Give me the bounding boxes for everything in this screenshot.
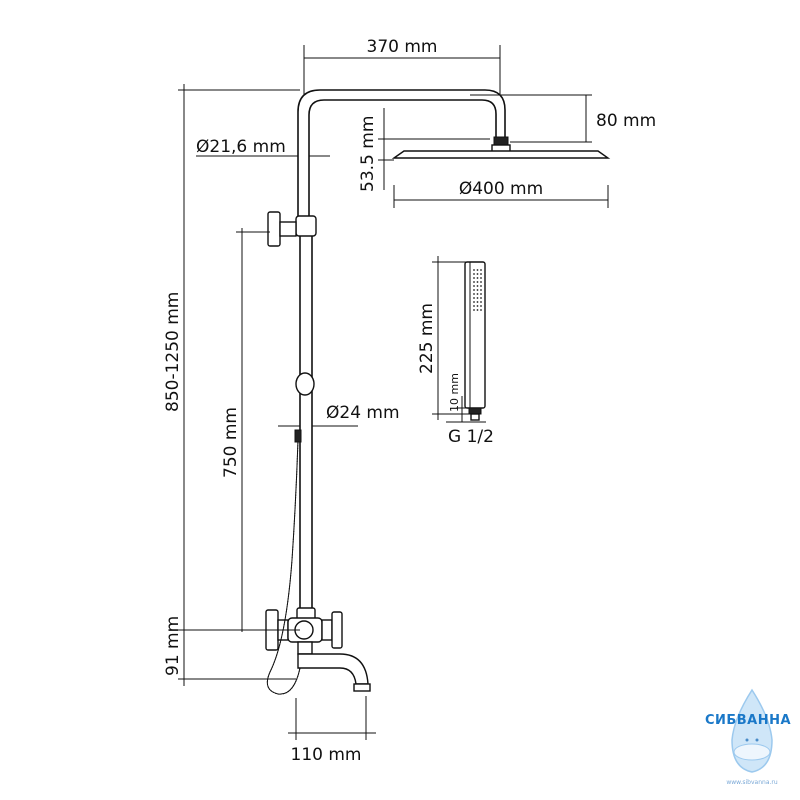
nozzle-dot bbox=[473, 289, 475, 291]
nozzle-dot bbox=[473, 281, 475, 283]
nozzle-dot bbox=[473, 297, 475, 299]
dim-total-height: 850-1250 mm bbox=[163, 84, 300, 686]
dim-head-thickness: 53.5 mm bbox=[358, 108, 490, 192]
wall-bracket bbox=[267, 211, 297, 247]
dim-hand-shower-length: 225 mm bbox=[417, 256, 470, 420]
nozzle-dot bbox=[473, 277, 475, 279]
nozzle-dot bbox=[480, 289, 482, 291]
nozzle-dot bbox=[476, 305, 479, 307]
logo-url: www.sibvanna.ru bbox=[726, 779, 778, 786]
nozzle-dot bbox=[480, 273, 482, 275]
nozzle-dot bbox=[473, 301, 475, 303]
label-connector: 10 mm bbox=[448, 373, 461, 412]
nozzle-dot bbox=[473, 285, 475, 287]
label-mixer-height: 91 mm bbox=[163, 616, 183, 676]
hand-shower bbox=[464, 261, 486, 421]
dim-arm-length: 370 mm bbox=[303, 37, 501, 95]
label-head-diameter: Ø400 mm bbox=[459, 179, 543, 199]
dim-thread: G 1/2 bbox=[446, 421, 494, 447]
dim-slide-height: 750 mm bbox=[221, 228, 270, 632]
nozzle-dot bbox=[480, 277, 482, 279]
dim-head-diameter: Ø400 mm bbox=[393, 179, 609, 208]
nozzle-dot bbox=[480, 309, 482, 311]
label-spout-reach: 110 mm bbox=[291, 745, 362, 765]
bath-spout bbox=[297, 653, 371, 692]
nozzle-dot bbox=[480, 301, 482, 303]
label-total-height: 850-1250 mm bbox=[163, 292, 183, 412]
nozzle-dot bbox=[476, 297, 479, 299]
nozzle-dot bbox=[473, 273, 475, 275]
nozzle-dot bbox=[476, 301, 479, 303]
nozzle-dot bbox=[480, 305, 482, 307]
nozzle-dot bbox=[476, 277, 479, 279]
nozzle-dot bbox=[476, 309, 479, 311]
logo-brand: СИБВАННА bbox=[705, 713, 791, 728]
nozzle-dot bbox=[476, 293, 479, 295]
nozzle-dot bbox=[473, 293, 475, 295]
label-slide-height: 750 mm bbox=[221, 407, 241, 478]
nozzle-dot bbox=[480, 285, 482, 287]
nozzle-dot bbox=[473, 309, 475, 311]
label-hand-shower-length: 225 mm bbox=[417, 303, 437, 374]
dim-arm-drop: 80 mm bbox=[470, 94, 656, 143]
nozzle-dot bbox=[476, 289, 479, 291]
label-arm-drop: 80 mm bbox=[596, 111, 656, 131]
label-lower-pipe: Ø24 mm bbox=[326, 403, 400, 423]
nozzle-dot bbox=[480, 269, 482, 271]
nozzle-dot bbox=[476, 285, 479, 287]
nozzle-dot bbox=[473, 269, 475, 271]
nozzle-dot bbox=[476, 269, 479, 271]
nozzle-dot bbox=[480, 297, 482, 299]
label-arm-length: 370 mm bbox=[367, 37, 438, 57]
label-head-thickness: 53.5 mm bbox=[358, 116, 378, 192]
nozzle-dot bbox=[473, 305, 475, 307]
dim-mixer-height: 91 mm bbox=[163, 616, 300, 680]
brand-logo: СИБВАННА www.sibvanna.ru bbox=[705, 688, 791, 786]
nozzle-dot bbox=[476, 273, 479, 275]
shower-hose bbox=[266, 429, 302, 695]
nozzle-dot bbox=[476, 281, 479, 283]
nozzle-dot bbox=[480, 293, 482, 295]
nozzle-dot bbox=[480, 281, 482, 283]
dim-connector: 10 mm bbox=[448, 373, 470, 422]
label-thread: G 1/2 bbox=[448, 427, 494, 447]
rain-shower-head bbox=[391, 150, 611, 159]
dim-lower-pipe: Ø24 mm bbox=[278, 403, 400, 427]
dim-upper-pipe: Ø21,6 mm bbox=[196, 137, 330, 157]
label-upper-pipe: Ø21,6 mm bbox=[196, 137, 286, 157]
dim-spout-reach: 110 mm bbox=[288, 696, 376, 765]
